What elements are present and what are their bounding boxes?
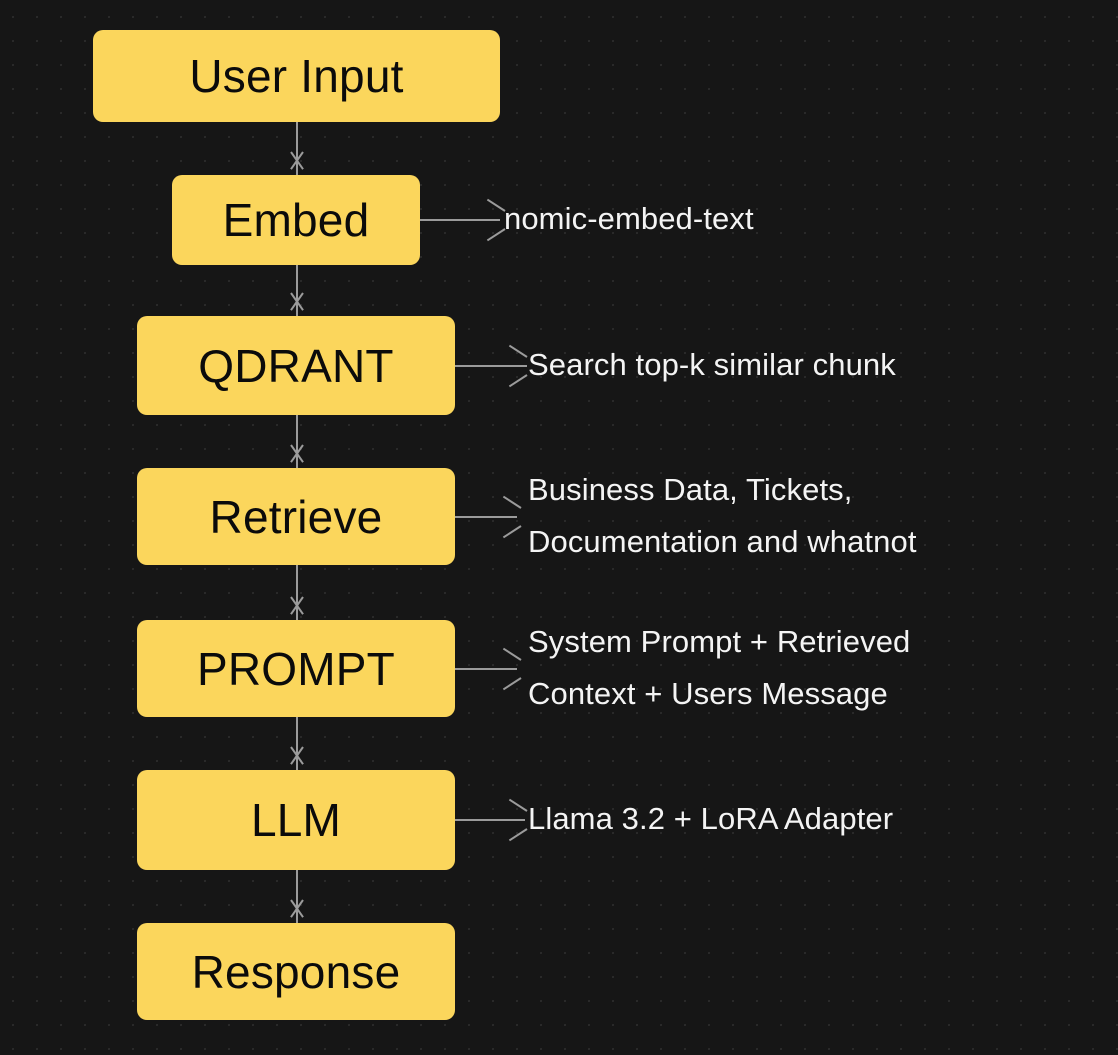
arrowhead-embed-to-qdrant [286,293,308,315]
connector-llm-to-note [455,819,525,821]
arrowhead-retrieve-to-note [499,506,521,528]
node-retrieve-label: Retrieve [209,490,383,543]
arrowhead-qdrant-to-retrieve [286,445,308,467]
connector-user-input-to-embed [296,122,298,175]
node-qdrant[interactable]: QDRANT [137,316,455,415]
connector-embed-to-note [420,219,500,221]
node-response-label: Response [191,945,401,998]
arrowhead-retrieve-to-prompt [286,597,308,619]
arrowhead-llm-to-response [286,900,308,922]
arrowhead-embed-to-note [483,209,505,231]
node-qdrant-label: QDRANT [198,339,394,392]
connector-qdrant-to-note [455,365,527,367]
node-llm-label: LLM [250,794,342,846]
annotation-retrieve-note: Business Data, Tickets, Documentation an… [528,472,917,559]
connector-prompt-to-note [455,668,517,670]
arrowhead-qdrant-to-note [505,355,527,377]
arrowhead-prompt-to-note [499,658,521,680]
annotation-llm-note: Llama 3.2 + LoRA Adapter [528,801,894,836]
node-user-input[interactable]: User Input [93,30,500,122]
node-user-input-label: User Input [189,50,404,102]
node-embed[interactable]: Embed [172,175,420,265]
connector-retrieve-to-note [455,516,517,518]
connector-llm-to-response [296,870,298,923]
arrowhead-llm-to-note [505,809,527,831]
node-retrieve[interactable]: Retrieve [137,468,455,565]
node-embed-label: Embed [222,194,370,246]
node-prompt[interactable]: PROMPT [137,620,455,717]
connector-embed-to-qdrant [296,265,298,316]
annotation-qdrant-note: Search top-k similar chunk [528,347,896,382]
node-response[interactable]: Response [137,923,455,1020]
connector-prompt-to-llm [296,717,298,770]
arrowhead-user-input-to-embed [286,152,308,174]
node-prompt-label: PROMPT [197,642,395,695]
node-llm[interactable]: LLM [137,770,455,870]
annotation-embed-note: nomic-embed-text [504,201,754,236]
annotation-prompt-note: System Prompt + Retrieved Context + User… [528,624,911,711]
arrowhead-prompt-to-llm [286,747,308,769]
connector-qdrant-to-retrieve [296,415,298,468]
connector-retrieve-to-prompt [296,565,298,620]
